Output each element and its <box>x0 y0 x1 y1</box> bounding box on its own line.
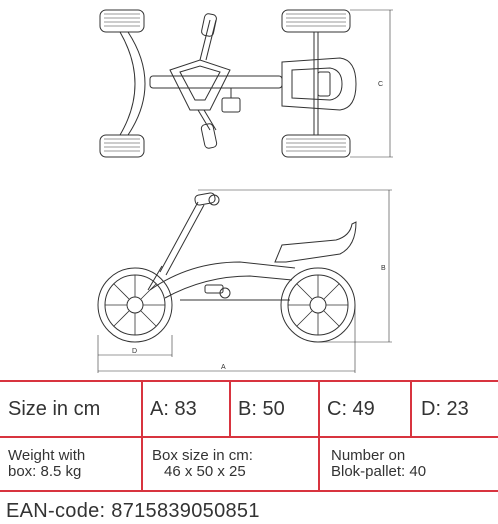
divider <box>318 380 320 492</box>
technical-drawing: C B D A <box>97 9 393 373</box>
weight-line-1: Weight with <box>8 447 86 464</box>
dimension-c-label: C <box>378 81 383 88</box>
box-size-line-1: Box size in cm: <box>152 447 253 464</box>
weight-cell: Weight with box: 8.5 kg <box>8 442 138 486</box>
ean-code: EAN-code: 8715839050851 <box>6 500 260 522</box>
box-size-cell: Box size in cm: 46 x 50 x 25 <box>152 442 312 486</box>
dimension-b-value: B: 50 <box>238 398 285 420</box>
table-bottom-rule <box>0 490 498 492</box>
dimension-b-label: B <box>381 265 386 272</box>
divider <box>141 436 143 492</box>
dimension-a-label: A <box>221 364 226 371</box>
pallet-line-1: Number on <box>331 447 406 464</box>
table-top-rule <box>0 380 498 382</box>
divider <box>141 380 143 438</box>
dimension-a-value: A: 83 <box>150 398 197 420</box>
weight-line-2: box: 8.5 kg <box>8 463 82 480</box>
table-middle-rule <box>0 436 498 438</box>
size-heading: Size in cm <box>8 398 101 420</box>
divider <box>410 380 412 438</box>
top-view <box>99 9 393 158</box>
spec-table: Size in cm A: 83 B: 50 C: 49 D: 23 Weigh… <box>0 380 498 495</box>
pallet-cell: Number on Blok-pallet: 40 <box>331 442 491 486</box>
box-size-line-2: 46 x 50 x 25 <box>164 463 246 480</box>
dimension-d-label: D <box>132 348 137 355</box>
dimension-c-value: C: 49 <box>327 398 375 420</box>
pallet-line-2: Blok-pallet: 40 <box>331 463 427 480</box>
dimension-d-value: D: 23 <box>421 398 469 420</box>
divider <box>229 380 231 438</box>
side-view <box>97 189 392 373</box>
